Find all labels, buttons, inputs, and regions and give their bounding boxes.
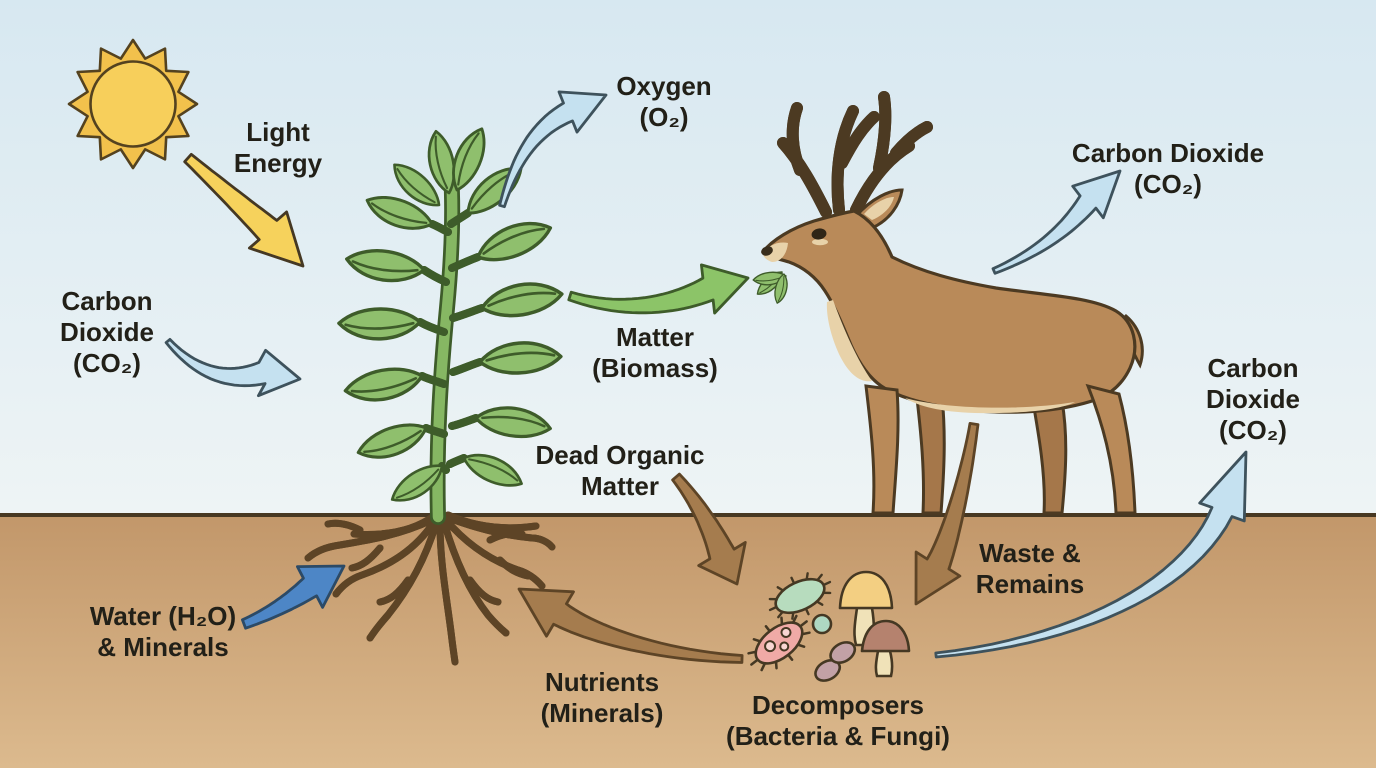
deer-chest-patch: [826, 300, 872, 382]
label-line: Dead Organic: [535, 440, 705, 470]
label-line: (CO₂): [73, 348, 141, 378]
water-minerals-arrow: [241, 564, 346, 630]
label-line: (Biomass): [592, 353, 718, 383]
mushroom-icon-brown: [860, 619, 911, 678]
label-line: Decomposers: [752, 690, 924, 720]
sun-icon: [67, 38, 199, 170]
label-line: Oxygen: [616, 71, 712, 101]
label-decomposers: Decomposers (Bacteria & Fungi): [726, 690, 950, 752]
label-line: & Minerals: [97, 632, 229, 662]
label-line: Nutrients: [544, 667, 660, 697]
microbe-sphere-icon: [811, 613, 833, 635]
label-oxygen: Oxygen (O₂): [616, 71, 711, 133]
decomposers-icons: [737, 562, 911, 683]
label-line: (CO₂): [1219, 415, 1287, 445]
soil-background: [0, 515, 1376, 768]
deer-icon: [751, 91, 1144, 515]
label-line: Matter: [580, 471, 659, 501]
co2-decomposer-arrow: [934, 450, 1248, 659]
label-line: (CO₂): [1134, 169, 1202, 199]
label-line: Matter: [615, 322, 695, 352]
label-line: Light: [246, 117, 310, 147]
bacterium-icon-green: [760, 562, 840, 630]
deer-eye: [811, 228, 827, 240]
flow-arrows: [164, 90, 1248, 664]
light-energy-arrow: [183, 152, 305, 268]
label-line: Carbon Dioxide: [1071, 138, 1265, 168]
label-matter-biomass: Matter (Biomass): [592, 322, 718, 384]
nutrients-arrow: [517, 587, 744, 664]
label-line: Remains: [975, 569, 1085, 599]
label-light-energy: Light Energy: [234, 117, 322, 179]
deer-nose: [761, 246, 773, 256]
label-line: Carbon: [61, 286, 153, 316]
label-waste-remains: Waste & Remains: [976, 538, 1084, 600]
label-carbon-dioxide-top-right: Carbon Dioxide (CO₂): [1072, 138, 1264, 200]
label-line: (Minerals): [540, 698, 664, 728]
co2-left-arrow: [164, 338, 302, 398]
label-line: Water (H₂O): [89, 601, 237, 631]
label-dead-organic-matter: Dead Organic Matter: [535, 440, 704, 502]
label-line: Dioxide: [1206, 384, 1300, 414]
label-line: (O₂): [639, 102, 689, 132]
deer-belly-patch: [905, 398, 1075, 414]
dead-organic-matter-arrow: [671, 472, 747, 586]
label-line: Energy: [233, 148, 323, 178]
label-line: Waste &: [979, 538, 1081, 568]
plant-roots: [304, 511, 556, 666]
waste-remains-arrow: [914, 422, 980, 606]
label-carbon-dioxide-right: Carbon Dioxide (CO₂): [1206, 353, 1300, 446]
co2-deer-arrow: [991, 169, 1122, 275]
bacterium-icon-purple: [814, 641, 857, 682]
plant-icon: [304, 122, 566, 666]
label-carbon-dioxide-left: Carbon Dioxide (CO₂): [60, 286, 154, 379]
matter-biomass-arrow: [567, 263, 750, 315]
bacterium-icon-pink: [737, 603, 821, 683]
oxygen-arrow: [498, 90, 608, 209]
label-line: Carbon: [1207, 353, 1299, 383]
deer-near-legs: [864, 383, 1137, 515]
mushroom-icon-yellow: [838, 570, 894, 647]
label-nutrients: Nutrients (Minerals): [541, 667, 664, 729]
label-water-minerals: Water (H₂O) & Minerals: [90, 601, 236, 663]
label-line: Dioxide: [60, 317, 154, 347]
label-line: (Bacteria & Fungi): [726, 721, 950, 751]
sky-background: [0, 0, 1376, 515]
